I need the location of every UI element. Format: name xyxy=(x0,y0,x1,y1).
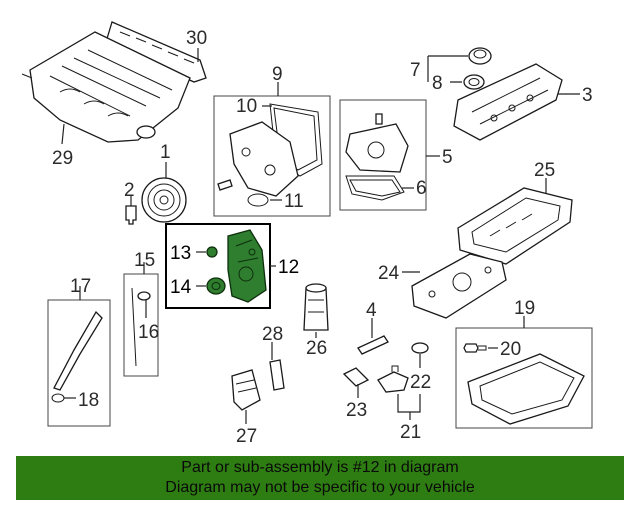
callout-17: 17 xyxy=(70,276,91,297)
part-2-pulley-bolt[interactable] xyxy=(125,205,137,225)
callout-29: 29 xyxy=(52,148,73,169)
part-6-gasket[interactable] xyxy=(345,175,405,201)
callout-20: 20 xyxy=(500,339,521,360)
banner-line-2: Diagram may not be specific to your vehi… xyxy=(165,479,475,496)
part-13-cover-plug[interactable] xyxy=(206,246,218,258)
callout-30: 30 xyxy=(186,28,207,49)
part-14-crank-seal[interactable] xyxy=(206,277,226,295)
callout-24: 24 xyxy=(378,263,400,284)
part-8-seal[interactable] xyxy=(463,74,485,90)
part-12-lower-timing-cover-highlighted[interactable] xyxy=(227,229,267,303)
part-21-oil-level-sensor[interactable] xyxy=(377,365,409,393)
callout-6: 6 xyxy=(416,178,427,199)
part-29-leader xyxy=(61,123,65,145)
part-25-upper-oil-pan[interactable] xyxy=(457,187,573,265)
callout-12: 12 xyxy=(278,257,299,278)
info-banner: Part or sub-assembly is #12 in diagram D… xyxy=(16,456,624,500)
callout-13: 13 xyxy=(170,243,191,264)
part-3-valve-cover[interactable] xyxy=(453,63,563,141)
callout-25: 25 xyxy=(534,160,555,181)
callout-15: 15 xyxy=(134,250,155,271)
group-frame-5 xyxy=(339,99,427,211)
callout-7: 7 xyxy=(410,60,421,81)
callout-11: 11 xyxy=(284,191,304,212)
part-21-leader xyxy=(397,394,421,420)
part-28-sensor[interactable] xyxy=(269,359,285,391)
part-7-8-leader xyxy=(427,55,468,83)
callout-9: 9 xyxy=(272,64,283,85)
part-22-seal[interactable] xyxy=(411,342,429,354)
callout-26: 26 xyxy=(306,338,327,359)
part-4-bracket[interactable] xyxy=(357,335,389,355)
part-27-oil-cooler[interactable] xyxy=(231,369,261,411)
part-11-cover-bolt[interactable] xyxy=(217,179,269,207)
part-26-oil-filter[interactable] xyxy=(303,283,329,331)
part-15-dipstick[interactable] xyxy=(131,287,151,367)
part-17-dipstick-tube[interactable] xyxy=(51,310,103,403)
part-20-drain-plug[interactable] xyxy=(463,343,487,353)
group-frame-15 xyxy=(123,273,159,377)
group-frame-17 xyxy=(47,299,111,427)
callout-23: 23 xyxy=(346,400,367,421)
part-24-oil-baffle[interactable] xyxy=(411,253,507,319)
callout-4: 4 xyxy=(366,300,377,321)
callout-18: 18 xyxy=(78,390,99,411)
part-29-intake-manifold[interactable] xyxy=(21,31,191,143)
exploded-parts-diagram: 30 29 1 2 9 10 11 xyxy=(21,21,593,447)
part-23-bracket[interactable] xyxy=(342,367,370,387)
part-19-lower-oil-pan[interactable] xyxy=(467,353,585,425)
part-1-crankshaft-pulley[interactable] xyxy=(141,177,187,223)
callout-1: 1 xyxy=(160,142,171,163)
part-7-oil-filler-cap[interactable] xyxy=(468,47,492,65)
group-frame-9 xyxy=(213,95,331,217)
part-9-timing-cover[interactable] xyxy=(229,121,299,197)
part-5-cam-adjuster[interactable] xyxy=(345,113,409,173)
callout-22: 22 xyxy=(410,372,431,393)
callout-3: 3 xyxy=(582,85,593,106)
callout-14: 14 xyxy=(170,277,192,298)
callout-2: 2 xyxy=(124,180,135,201)
callout-19: 19 xyxy=(514,298,535,319)
callout-16: 16 xyxy=(138,322,159,343)
callout-8: 8 xyxy=(432,73,443,94)
callout-5: 5 xyxy=(442,147,453,168)
callout-10: 10 xyxy=(236,96,257,117)
banner-line-1: Part or sub-assembly is #12 in diagram xyxy=(181,459,459,476)
callout-28: 28 xyxy=(262,324,283,345)
callout-21: 21 xyxy=(400,422,421,443)
callout-27: 27 xyxy=(236,426,257,447)
